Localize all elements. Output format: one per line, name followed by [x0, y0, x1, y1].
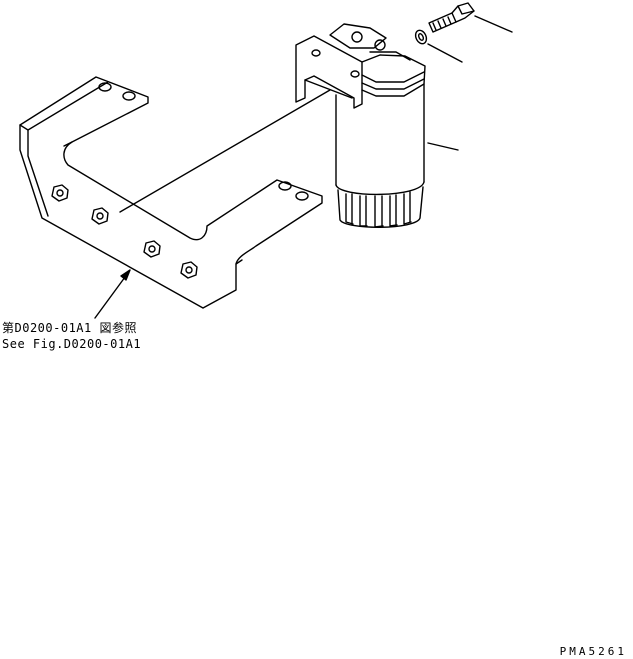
nut — [180, 261, 198, 279]
filter-cartridge — [335, 83, 425, 228]
reference-arrow — [94, 269, 131, 319]
reference-note-jp: 第D0200-01A1 図参照 — [2, 321, 137, 335]
nut — [91, 207, 109, 225]
leader-line-bolt — [474, 15, 513, 33]
nut — [143, 240, 161, 258]
filter-head — [295, 23, 426, 109]
leader-line-cartridge — [427, 142, 459, 151]
bolt — [428, 2, 475, 33]
mounting-bracket — [19, 76, 323, 309]
assembly-guide-line — [119, 89, 331, 213]
washer — [414, 29, 428, 45]
drawing-code: PMA5261 — [559, 645, 627, 658]
reference-note-en: See Fig.D0200-01A1 — [2, 337, 142, 351]
leader-line-washer — [427, 43, 463, 63]
nut — [51, 184, 69, 202]
